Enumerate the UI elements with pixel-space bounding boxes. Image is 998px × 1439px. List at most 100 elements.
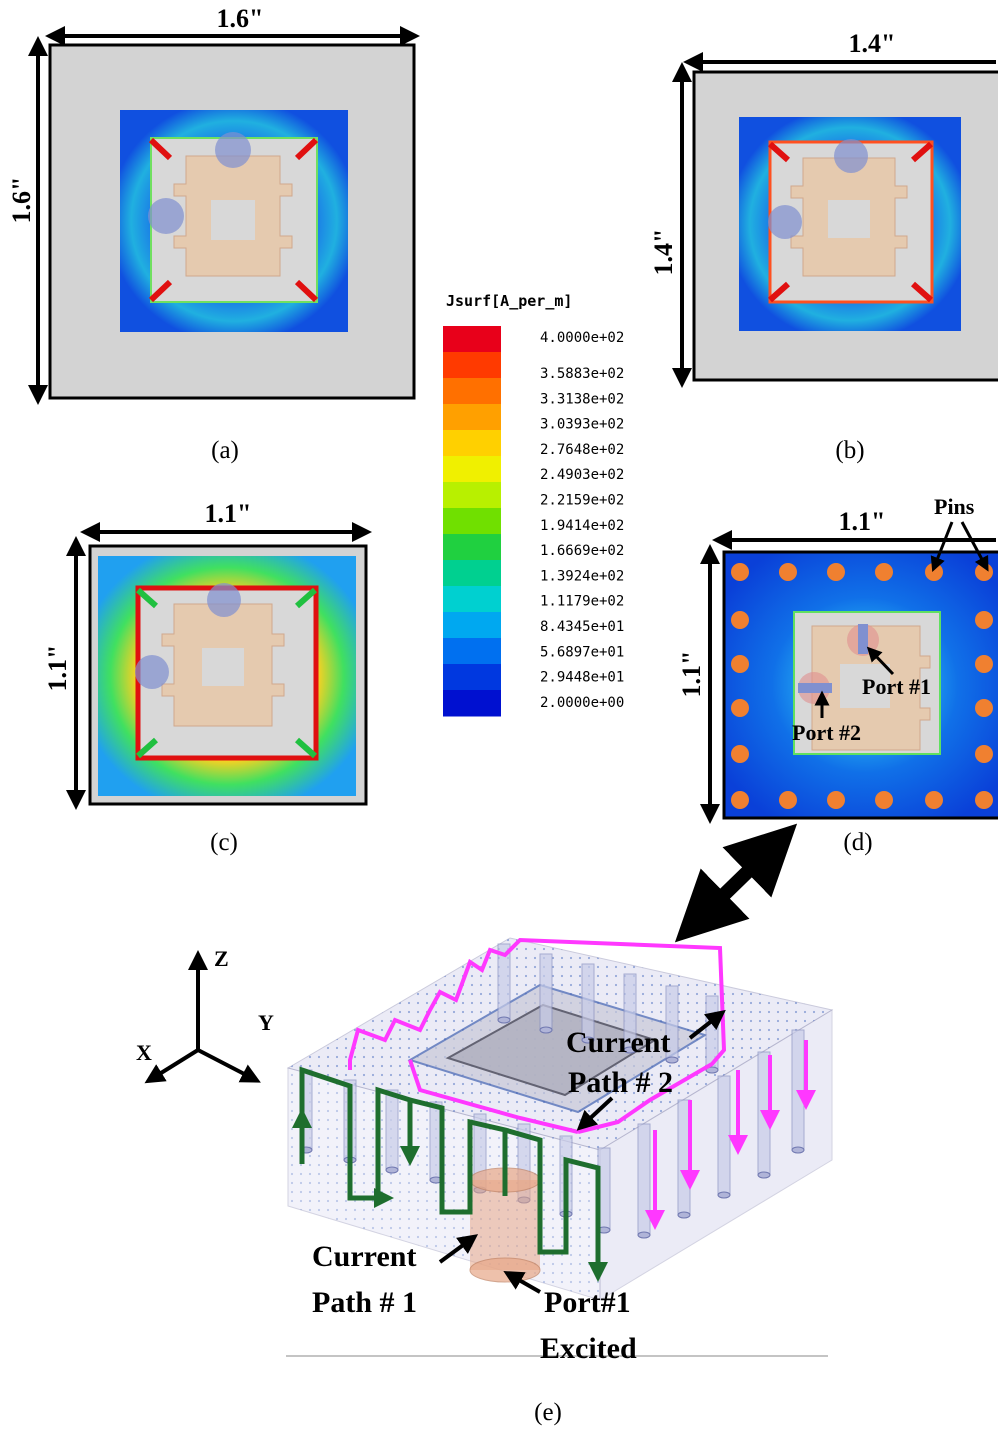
caption-b: (b) [835, 437, 864, 464]
port-1-line [858, 624, 868, 654]
dim-label-width: 1.4" [849, 29, 896, 58]
pin [731, 611, 749, 629]
colorbar-legend: Jsurf[A_per_m] 4.0000e+023.5883e+023.313… [443, 292, 624, 717]
port-2-label: Port #2 [792, 720, 861, 745]
path-2-pointer-2 [576, 1096, 614, 1131]
pin [731, 745, 749, 763]
pin [731, 791, 749, 809]
legend-tick-label: 2.0000e+00 [540, 695, 624, 711]
legend-color-band [443, 508, 501, 535]
legend-tick-label: 3.3138e+02 [540, 391, 624, 407]
corner-short-br [294, 279, 319, 303]
corner-short-tr [911, 141, 933, 163]
port-1-arrow [866, 646, 895, 676]
axis-y-label: Y [258, 1010, 274, 1035]
link-double-arrow [674, 823, 798, 943]
via-pin-base [791, 1146, 805, 1154]
via-pin-base [497, 1016, 511, 1024]
caption-d: (d) [843, 829, 872, 856]
port-1-cylinder-bottom [469, 1257, 541, 1283]
legend-tick-label: 2.4903e+02 [540, 467, 624, 483]
dim-label-height: 1.6" [7, 177, 36, 224]
via-pin-base [677, 1211, 691, 1219]
panel-b: 1.4" 1.4" (b) [649, 29, 998, 464]
legend-tick-label: 8.4345e+01 [540, 619, 624, 635]
current-path-1-line2: Path # 1 [312, 1286, 417, 1319]
port-2-feed [135, 655, 169, 689]
legend-color-band [443, 534, 501, 561]
corner-short-tr [294, 137, 319, 161]
pin [827, 563, 845, 581]
pin [975, 791, 993, 809]
corner-short-tr [295, 587, 317, 609]
current-path-1 [299, 1066, 601, 1266]
dim-label-width: 1.6" [217, 4, 264, 33]
caption-a: (a) [211, 437, 239, 464]
pins-label: Pins [934, 494, 975, 519]
via-pin [791, 1029, 805, 1151]
corner-short-bl [136, 737, 158, 759]
pin [827, 791, 845, 809]
legend-color-band [443, 638, 501, 665]
legend-color-band [443, 482, 501, 509]
legend-tick-labels: 4.0000e+023.5883e+023.3138e+023.0393e+02… [540, 330, 624, 711]
path-1-pointer [438, 1234, 479, 1264]
port-1-feed [207, 583, 241, 617]
dim-label-width: 1.1" [839, 507, 886, 536]
legend-color-band [443, 612, 501, 639]
port-1-label: Port #1 [862, 674, 931, 699]
port-excited-line2: Excited [540, 1332, 637, 1365]
pin [925, 791, 943, 809]
pins-arrow-2 [960, 521, 989, 572]
pin [731, 563, 749, 581]
dim-label-height: 1.1" [677, 651, 706, 698]
current-path-2 [348, 937, 727, 1134]
path-2-pointer-1 [688, 1009, 726, 1040]
pin [975, 563, 993, 581]
legend-color-band [443, 560, 501, 587]
via-pin [637, 1123, 651, 1236]
corner-short-tl [136, 587, 158, 609]
via-pin-base [637, 1231, 651, 1239]
caption-e: (e) [534, 1399, 562, 1426]
pin [975, 745, 993, 763]
pin [975, 699, 993, 717]
legend-color-band [443, 352, 501, 379]
via-pin-base [385, 1166, 399, 1174]
fractal-patch-3d [445, 1003, 658, 1097]
pin [779, 791, 797, 809]
legend-color-band [443, 586, 501, 613]
via-pin [717, 1075, 731, 1196]
panel-d: 1.1" 1.1" Pins Port #1 Port #2 (d) [677, 494, 998, 856]
legend-color-band [443, 664, 501, 691]
pin [875, 563, 893, 581]
corner-short-tl [148, 137, 173, 161]
coordinate-axes: Z Y X [136, 946, 274, 1084]
current-path-2-line1: Current [566, 1026, 670, 1059]
axis-x [144, 1048, 200, 1084]
axis-x-label: X [136, 1040, 152, 1065]
panel-c: 1.1" 1.1" (c) [43, 499, 372, 856]
dim-label-width: 1.1" [205, 499, 252, 528]
legend-tick-label: 3.5883e+02 [540, 366, 624, 382]
via-pin-base [705, 1066, 719, 1074]
legend-colorbar [443, 326, 501, 717]
patch-center [202, 648, 244, 686]
legend-title: Jsurf[A_per_m] [446, 292, 572, 310]
caption-c: (c) [210, 829, 238, 856]
legend-tick-label: 3.0393e+02 [540, 417, 624, 433]
legend-tick-label: 2.9448e+01 [540, 670, 624, 686]
legend-tick-label: 2.2159e+02 [540, 493, 624, 509]
pin [975, 655, 993, 673]
corner-short-br [911, 281, 933, 303]
panel-a: 1.6" 1.6" (a) [7, 4, 420, 464]
via-pin-base [717, 1191, 731, 1199]
port-excited-line1: Port#1 [544, 1286, 631, 1319]
axis-y [197, 1048, 261, 1083]
via-pin-base [757, 1171, 771, 1179]
pins-arrow-1 [930, 521, 954, 572]
pin [975, 611, 993, 629]
panel-e: Current Path # 2 Current Path # 1 Port#1… [286, 937, 834, 1426]
port-1-feed [834, 139, 868, 173]
legend-color-band [443, 326, 501, 353]
